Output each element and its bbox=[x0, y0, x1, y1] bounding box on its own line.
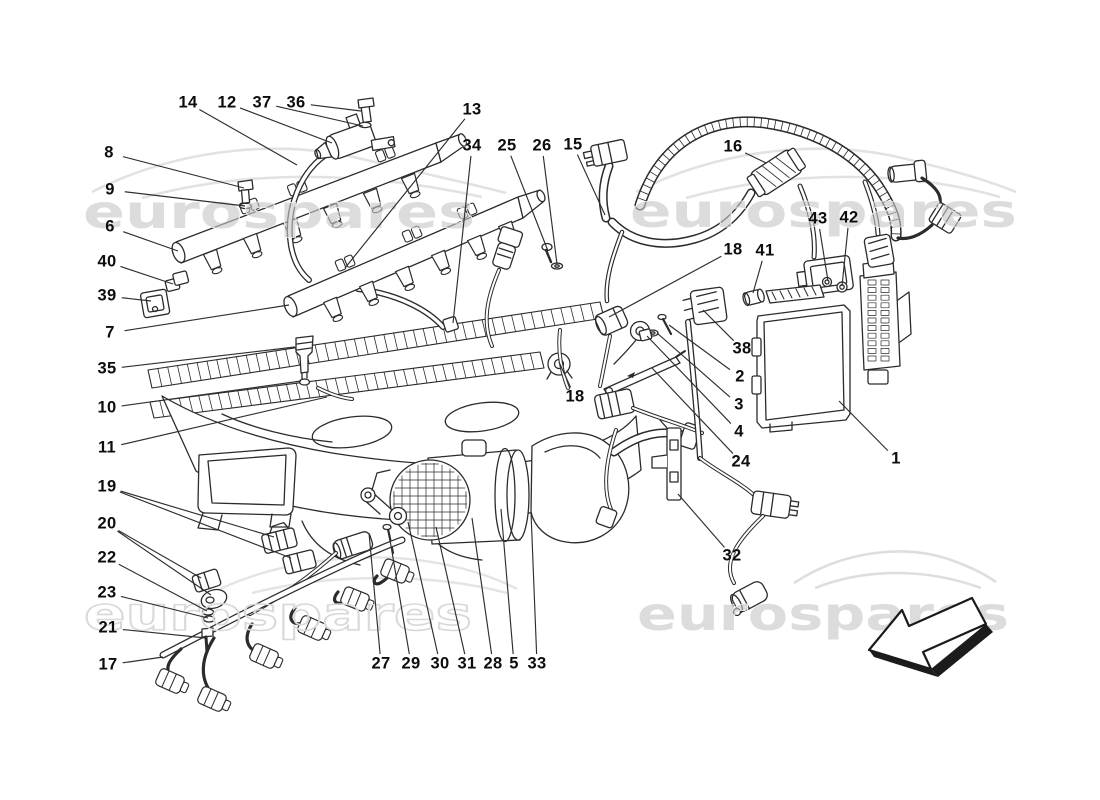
part-label-16: 16 bbox=[723, 137, 743, 156]
callout-leader-lines bbox=[117, 104, 889, 664]
harness-bracket-32 bbox=[651, 419, 682, 501]
part-label-29: 29 bbox=[401, 654, 421, 673]
part-label-25: 25 bbox=[497, 136, 517, 155]
watermarks: eurospares eurospares eurospares eurospa… bbox=[83, 184, 1018, 642]
rail-bolt-and-washer bbox=[237, 179, 254, 210]
relay-clip-38 bbox=[682, 286, 728, 326]
part-label-3: 3 bbox=[734, 395, 744, 414]
engine-line-art bbox=[139, 97, 962, 712]
braided-connector-16 bbox=[746, 147, 806, 198]
ecu-unit bbox=[751, 233, 912, 433]
part-label-33: 33 bbox=[527, 654, 547, 673]
mount-strip-24 bbox=[603, 350, 686, 396]
part-label-28: 28 bbox=[483, 654, 503, 673]
connector-20a bbox=[191, 568, 222, 593]
meter-bracket bbox=[360, 469, 408, 555]
part-label-13: 13 bbox=[462, 100, 482, 119]
part-label-6: 6 bbox=[105, 217, 115, 236]
clip-40 bbox=[164, 270, 190, 292]
part-label-37: 37 bbox=[252, 93, 272, 112]
part-label-24: 24 bbox=[731, 452, 751, 471]
connector-19a bbox=[261, 521, 298, 554]
ecu-pin-connector bbox=[859, 259, 912, 385]
bolt-21 bbox=[201, 627, 214, 654]
fuel-injector-large bbox=[295, 335, 354, 401]
part-label-15: 15 bbox=[563, 135, 583, 154]
watermark-text-bottom-right: eurospares bbox=[637, 587, 1009, 641]
part-label-18-a: 18 bbox=[723, 240, 743, 259]
watermark-text-bottom-left: eurospares bbox=[84, 587, 472, 641]
part-label-38: 38 bbox=[732, 339, 752, 358]
part-label-20: 20 bbox=[97, 514, 117, 533]
part-label-36: 36 bbox=[286, 93, 306, 112]
watermark-swoosh-bottom-left bbox=[219, 556, 518, 595]
part-label-34: 34 bbox=[462, 136, 482, 155]
angled-plug bbox=[928, 202, 962, 234]
air-flow-meter bbox=[389, 439, 530, 545]
bracket-39 bbox=[139, 288, 171, 319]
part-label-4: 4 bbox=[734, 422, 744, 441]
watermark-text-top-left: eurospares bbox=[83, 185, 475, 239]
part-label-17: 17 bbox=[98, 655, 118, 674]
part-label-21: 21 bbox=[98, 618, 118, 637]
part-label-5: 5 bbox=[509, 654, 519, 673]
part-label-42: 42 bbox=[839, 208, 859, 227]
part-label-12: 12 bbox=[217, 93, 237, 112]
stud-2 bbox=[657, 313, 667, 321]
connector-19b bbox=[282, 549, 317, 575]
part-label-23: 23 bbox=[97, 583, 117, 602]
pulse-damper-18 bbox=[594, 305, 629, 336]
part-label-41: 41 bbox=[755, 241, 775, 260]
fuel-rail-front bbox=[283, 189, 546, 323]
watermark-text-top-right: eurospares bbox=[630, 184, 1017, 238]
front-timing-cover bbox=[197, 447, 297, 531]
part-label-22: 22 bbox=[97, 548, 117, 567]
part-label-18-b: 18 bbox=[565, 387, 585, 406]
part-label-27: 27 bbox=[371, 654, 391, 673]
part-label-19: 19 bbox=[97, 477, 117, 496]
cam-cover-ribbed-band-upper bbox=[147, 301, 605, 389]
watermark-swoosh-bottom-right bbox=[793, 550, 997, 590]
temp-sensor bbox=[484, 226, 564, 348]
part-label-26: 26 bbox=[532, 136, 552, 155]
watermark-swoosh-top-right bbox=[635, 147, 1017, 200]
part-label-2: 2 bbox=[735, 367, 745, 386]
harness-plug-15 bbox=[582, 138, 628, 167]
cam-cover-ribbed-band-lower bbox=[149, 351, 545, 419]
nut-43 bbox=[821, 276, 833, 288]
boot-20b bbox=[200, 588, 228, 610]
engine-wiring-loom bbox=[582, 116, 962, 260]
mid-harness-wires bbox=[557, 229, 704, 529]
part-label-31: 31 bbox=[457, 654, 477, 673]
part-label-43: 43 bbox=[808, 209, 828, 228]
part-label-32: 32 bbox=[722, 546, 742, 565]
direction-arrow-icon bbox=[867, 596, 993, 677]
part-label-7: 7 bbox=[105, 323, 115, 342]
part-label-40: 40 bbox=[97, 252, 117, 271]
part-label-14: 14 bbox=[178, 93, 198, 112]
part-label-30: 30 bbox=[430, 654, 450, 673]
ignition-coil-harness bbox=[155, 521, 415, 712]
part-label-8: 8 bbox=[104, 143, 114, 162]
barrel-plug bbox=[887, 159, 928, 183]
bottom-cable-run bbox=[698, 456, 800, 617]
rubber-cap-41 bbox=[742, 288, 765, 307]
part-label-11: 11 bbox=[97, 438, 117, 457]
part-label-10: 10 bbox=[97, 398, 117, 417]
part-label-35: 35 bbox=[97, 359, 117, 378]
part-label-39: 39 bbox=[97, 286, 117, 305]
part-label-9: 9 bbox=[105, 180, 115, 199]
part-label-1: 1 bbox=[891, 449, 901, 468]
